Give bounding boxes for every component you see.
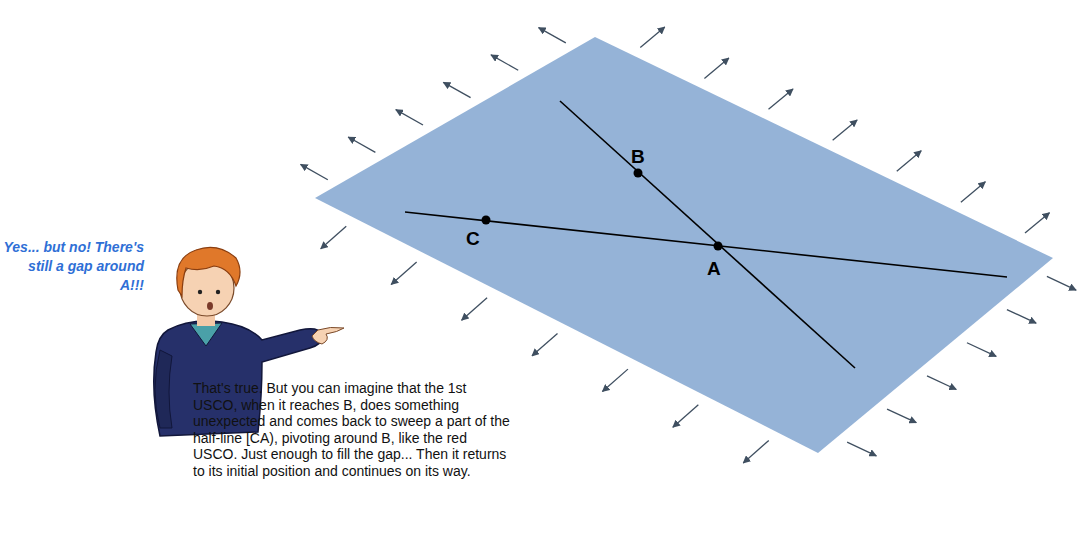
expansion-arrow bbox=[443, 82, 470, 97]
point-label: B bbox=[631, 146, 645, 168]
expansion-arrow bbox=[967, 343, 996, 357]
point-a bbox=[714, 242, 723, 251]
expansion-arrow bbox=[927, 376, 956, 390]
expansion-arrow bbox=[640, 27, 664, 47]
point-c bbox=[482, 216, 491, 225]
expansion-arrow bbox=[673, 405, 699, 427]
expansion-arrow bbox=[321, 226, 347, 248]
expansion-arrow bbox=[961, 182, 985, 202]
expansion-arrow bbox=[887, 409, 916, 423]
expansion-arrow bbox=[301, 164, 328, 179]
speech-text: Yes... but no! There's still a gap aroun… bbox=[2, 238, 144, 295]
expansion-arrow bbox=[1007, 310, 1036, 324]
expansion-arrow bbox=[704, 58, 728, 78]
expansion-arrow bbox=[743, 441, 769, 463]
expansion-arrow bbox=[491, 55, 518, 70]
expansion-arrow bbox=[348, 137, 375, 152]
expansion-arrow bbox=[396, 110, 423, 125]
expansion-arrow bbox=[897, 151, 921, 171]
expansion-arrow bbox=[847, 442, 876, 456]
point-label: A bbox=[707, 258, 721, 280]
expansion-arrow bbox=[462, 298, 488, 320]
expansion-arrow bbox=[1047, 276, 1076, 290]
expansion-arrow bbox=[769, 89, 793, 109]
line-ab bbox=[560, 101, 855, 368]
expansion-arrow bbox=[539, 28, 566, 43]
point-b bbox=[634, 169, 643, 178]
expansion-arrow bbox=[1025, 213, 1049, 233]
expansion-arrow bbox=[602, 369, 628, 391]
explanation-text: That's true. But you can imagine that th… bbox=[193, 380, 511, 479]
expansion-arrow bbox=[391, 262, 417, 284]
expansion-arrow bbox=[532, 333, 558, 355]
expansion-arrow bbox=[833, 120, 857, 140]
line-ca bbox=[405, 212, 1007, 277]
point-label: C bbox=[466, 228, 480, 250]
